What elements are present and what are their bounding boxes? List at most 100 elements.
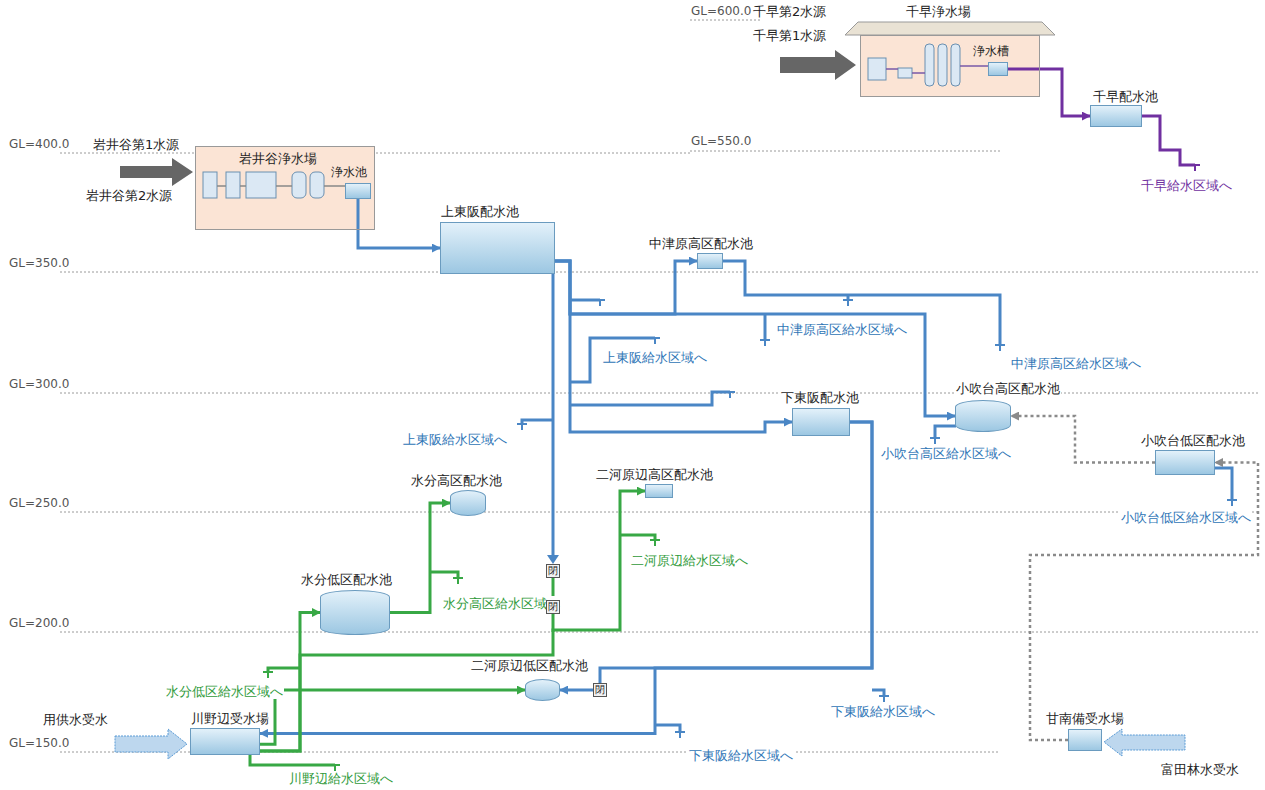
- facility-label: 川野辺受水場: [190, 711, 270, 726]
- pipe-drawing: [843, 300, 853, 306]
- pipe-drawing: [195, 146, 375, 230]
- node-shape: [955, 400, 1011, 432]
- area-label: 小吹台低区給水区域へ: [1120, 510, 1252, 525]
- treatment-plant: 岩井谷浄水場浄水池: [195, 146, 375, 230]
- source-label: 富田林水受水: [1160, 762, 1240, 777]
- node-shape: [1090, 105, 1142, 127]
- pipe-drawing: [935, 426, 956, 438]
- facility-label: 二河原辺高区配水池: [595, 467, 714, 482]
- valve-label: 閉: [546, 564, 560, 578]
- pipe-drawing: [1215, 468, 1232, 500]
- water-pipe: [260, 422, 872, 733]
- pipe-drawing: [120, 158, 193, 186]
- facility-label: 千早浄水場: [905, 4, 972, 19]
- area-label: 上東阪給水区域へ: [402, 432, 508, 447]
- node-shape: [860, 35, 1040, 97]
- pipe-drawing: [522, 261, 1232, 732]
- node-shape: [525, 679, 560, 701]
- water-pipe: [555, 261, 792, 432]
- node-shape: [190, 728, 260, 755]
- node-shape: [988, 62, 1008, 76]
- facility-label: 浄水池: [330, 165, 368, 180]
- water-pipe: [555, 261, 955, 416]
- receiving-station: 川野辺受水場: [190, 711, 270, 755]
- area-label: 下東阪給水区域へ: [688, 748, 794, 763]
- pipe-drawing: [760, 340, 770, 346]
- source-label: 岩井谷第2水源: [85, 188, 173, 203]
- elevation-label: GL=200.0: [8, 616, 70, 631]
- pipe-drawing: [60, 632, 1260, 633]
- facility-label: 下東阪配水池: [780, 390, 860, 405]
- pipe-drawing: [1190, 165, 1200, 171]
- area-label: 水分高区給水区域へ: [442, 596, 561, 611]
- pipe-drawing: [780, 50, 856, 80]
- pipe-drawing: [690, 151, 1000, 152]
- pipe-drawing: [723, 261, 1000, 345]
- pipe-drawing: [310, 172, 324, 198]
- pipe-drawing: [217, 185, 345, 187]
- pipe-drawing: [292, 172, 306, 198]
- pipe-drawing: [60, 272, 1260, 273]
- area-label: 上東阪給水区域へ: [602, 350, 708, 365]
- pipe-drawing: [938, 44, 947, 86]
- node-shape: [1155, 450, 1215, 475]
- pipe-drawing: [570, 392, 730, 405]
- water-pipe: [560, 422, 872, 690]
- elevation-label: GL=250.0: [8, 496, 70, 511]
- reservoir-tank: 水分低区配水池: [300, 572, 393, 635]
- pipe-drawing: [547, 555, 559, 564]
- facility-label: 千早配水池: [1092, 89, 1159, 104]
- facility-label: 甘南備受水場: [1045, 711, 1125, 726]
- pipe-drawing: [930, 438, 940, 444]
- pipe-drawing: [60, 20, 1260, 752]
- area-label: 二河原辺給水区域へ: [630, 553, 749, 568]
- pipe-drawing: [898, 68, 912, 78]
- pipe-drawing: [725, 392, 735, 398]
- pipe-drawing: [879, 696, 889, 702]
- reservoir-tank: 二河原辺低区配水池: [470, 658, 589, 701]
- pipe-drawing: [595, 300, 605, 306]
- pipe-drawing: [1104, 729, 1185, 756]
- area-label: 水分低区給水区域へ: [165, 684, 284, 699]
- pipe-drawing: [250, 755, 335, 765]
- pipe-drawing: [675, 732, 685, 738]
- pipe-drawing: [263, 672, 273, 678]
- pipe-drawing: [226, 172, 240, 198]
- pipe-drawing: [517, 424, 527, 430]
- pipe-drawing: [690, 20, 760, 21]
- reservoir-tank: 上東阪配水池: [440, 204, 555, 274]
- pipe-drawing: [203, 172, 217, 198]
- elevation-label: GL=550.0: [690, 134, 752, 149]
- reservoir-tank: 水分高区配水池: [410, 473, 503, 516]
- node-shape: [450, 490, 486, 516]
- reservoir-tank: 下東阪配水池: [780, 390, 860, 436]
- area-label: 千早給水区域へ: [1140, 178, 1233, 193]
- transfer-pipe: [1030, 463, 1258, 741]
- pipe-drawing: [868, 58, 886, 80]
- pipe-drawing: [860, 35, 1040, 97]
- reservoir-tank: 小吹台高区配水池: [955, 381, 1061, 432]
- reservoir-tank: 小吹台低区配水池: [1140, 433, 1246, 475]
- area-label: 中津原高区給水区域へ: [776, 322, 908, 337]
- water-pipe: [260, 491, 645, 751]
- facility-label: 岩井谷浄水場: [238, 151, 318, 166]
- elevation-label: GL=150.0: [8, 736, 70, 751]
- pipe-drawing: [115, 729, 187, 759]
- water-pipe: [390, 503, 450, 613]
- node-shape: [1068, 729, 1102, 751]
- pipe-drawing: [203, 44, 960, 198]
- reservoir-tank: 千早配水池: [1090, 89, 1159, 127]
- facility-label: 小吹台低区配水池: [1140, 433, 1246, 448]
- node-shape: [792, 408, 850, 436]
- source-label: 千早第1水源: [752, 28, 827, 43]
- facility-label: 二河原辺低区配水池: [470, 658, 589, 673]
- facility-label: 中津原高区配水池: [648, 236, 754, 251]
- area-label: 中津原高区給水区域へ: [1010, 356, 1142, 371]
- pipe-drawing: [925, 44, 934, 86]
- pipe-drawing: [655, 725, 680, 732]
- reservoir-tank: 中津原高区配水池: [648, 236, 754, 269]
- pipe-drawing: [250, 535, 655, 765]
- pipe-drawing: [886, 66, 988, 73]
